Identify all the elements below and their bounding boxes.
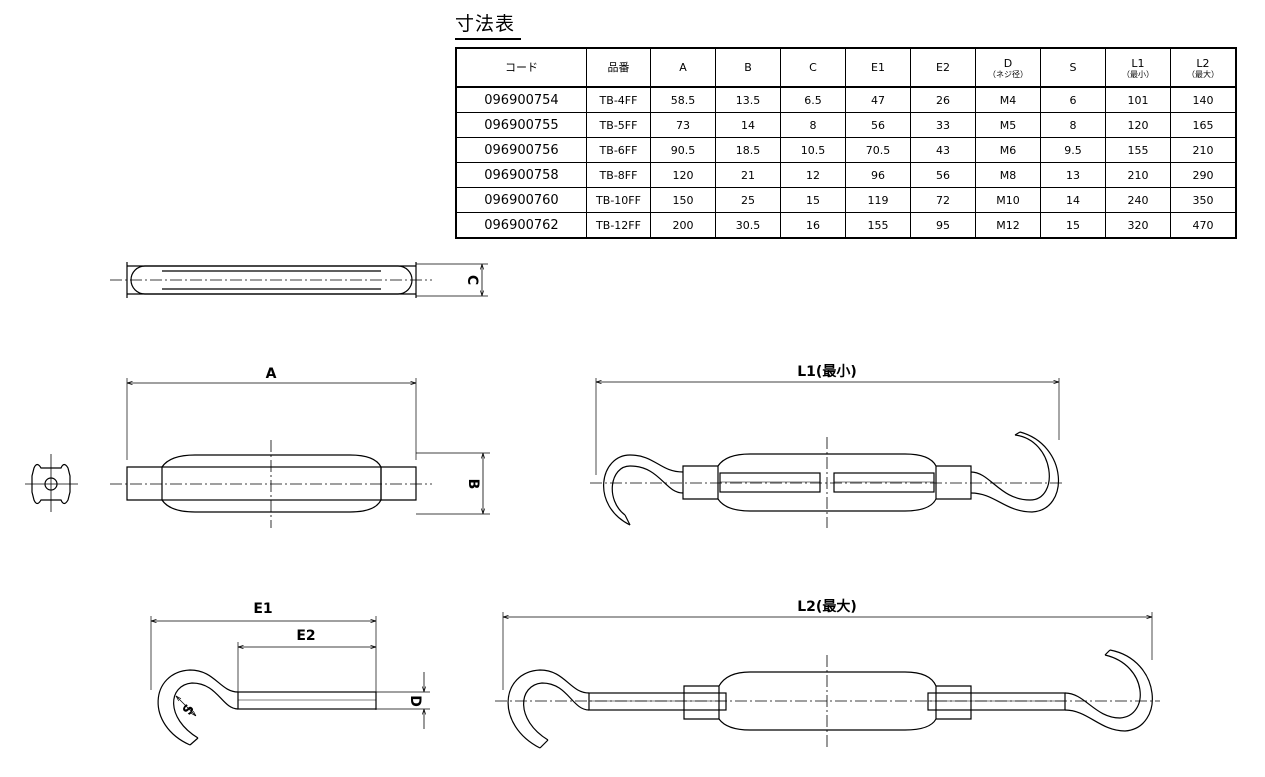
- cell-a: 58.5: [650, 86, 716, 113]
- cell-part-number: TB-5FF: [586, 112, 651, 138]
- header-part-number: 品番: [586, 47, 651, 88]
- cell-l1: 320: [1105, 212, 1171, 239]
- cell-a: 150: [650, 187, 716, 213]
- cell-d: M8: [975, 162, 1041, 188]
- cell-e1: 70.5: [845, 137, 911, 163]
- header-e2: E2: [910, 47, 976, 88]
- cell-e1: 56: [845, 112, 911, 138]
- cell-b: 13.5: [715, 86, 781, 113]
- cell-e1: 96: [845, 162, 911, 188]
- top-view: [110, 262, 488, 298]
- cell-part-number: TB-6FF: [586, 137, 651, 163]
- dimension-table: コード 品番 A B C E1 E2 D（ネジ径） S L1（最小） L2（最大…: [455, 47, 1237, 239]
- cell-c: 15: [780, 187, 846, 213]
- header-d: D（ネジ径）: [975, 47, 1041, 88]
- label-e1: E1: [253, 601, 272, 617]
- cell-a: 120: [650, 162, 716, 188]
- cell-l1: 240: [1105, 187, 1171, 213]
- label-b: B: [465, 479, 481, 490]
- table-title: 寸法表: [455, 9, 522, 40]
- label-l2: L2(最大): [797, 598, 856, 615]
- cell-l2: 350: [1170, 187, 1237, 213]
- header-l1: L1（最小）: [1105, 47, 1171, 88]
- label-d: D: [407, 695, 423, 707]
- label-a: A: [266, 366, 277, 382]
- cell-part-number: TB-10FF: [586, 187, 651, 213]
- cell-e2: 56: [910, 162, 976, 188]
- cell-code: 096900754: [455, 86, 587, 113]
- cell-s: 14: [1040, 187, 1106, 213]
- cell-c: 10.5: [780, 137, 846, 163]
- cell-d: M5: [975, 112, 1041, 138]
- cell-e1: 119: [845, 187, 911, 213]
- header-l2: L2（最大）: [1170, 47, 1237, 88]
- cell-d: M12: [975, 212, 1041, 239]
- cell-d: M10: [975, 187, 1041, 213]
- cell-l1: 210: [1105, 162, 1171, 188]
- header-e1: E1: [845, 47, 911, 88]
- cell-l2: 210: [1170, 137, 1237, 163]
- cell-e1: 47: [845, 86, 911, 113]
- cell-l2: 290: [1170, 162, 1237, 188]
- cell-e2: 95: [910, 212, 976, 239]
- header-a: A: [650, 47, 716, 88]
- cell-b: 25: [715, 187, 781, 213]
- header-code: コード: [455, 47, 587, 88]
- cell-code: 096900762: [455, 212, 587, 239]
- cell-l2: 470: [1170, 212, 1237, 239]
- front-view: [110, 378, 490, 528]
- table-header-row: コード 品番 A B C E1 E2 D（ネジ径） S L1（最小） L2（最大…: [455, 47, 1237, 88]
- table-row: 096900755 TB-5FF 73 14 8 56 33 M5 8 120 …: [455, 112, 1237, 138]
- cell-s: 13: [1040, 162, 1106, 188]
- cell-a: 200: [650, 212, 716, 239]
- table-row: 096900756 TB-6FF 90.5 18.5 10.5 70.5 43 …: [455, 137, 1237, 163]
- cell-l1: 155: [1105, 137, 1171, 163]
- table-row: 096900762 TB-12FF 200 30.5 16 155 95 M12…: [455, 212, 1237, 239]
- l1-assembly: [590, 378, 1065, 528]
- label-e2: E2: [296, 628, 315, 644]
- cell-part-number: TB-12FF: [586, 212, 651, 239]
- header-c: C: [780, 47, 846, 88]
- cell-e2: 72: [910, 187, 976, 213]
- cell-s: 15: [1040, 212, 1106, 239]
- header-b: B: [715, 47, 781, 88]
- end-view: [25, 454, 78, 512]
- cell-l1: 120: [1105, 112, 1171, 138]
- cell-b: 21: [715, 162, 781, 188]
- cell-b: 18.5: [715, 137, 781, 163]
- l2-assembly: [495, 612, 1160, 749]
- cell-e2: 33: [910, 112, 976, 138]
- cell-code: 096900758: [455, 162, 587, 188]
- label-c: C: [464, 275, 480, 285]
- label-l1: L1(最小): [797, 363, 856, 380]
- cell-c: 16: [780, 212, 846, 239]
- cell-e1: 155: [845, 212, 911, 239]
- table-row: 096900760 TB-10FF 150 25 15 119 72 M10 1…: [455, 187, 1237, 213]
- cell-code: 096900760: [455, 187, 587, 213]
- table-row: 096900758 TB-8FF 120 21 12 96 56 M8 13 2…: [455, 162, 1237, 188]
- cell-c: 6.5: [780, 86, 846, 113]
- cell-b: 30.5: [715, 212, 781, 239]
- hook-detail: [150, 616, 430, 746]
